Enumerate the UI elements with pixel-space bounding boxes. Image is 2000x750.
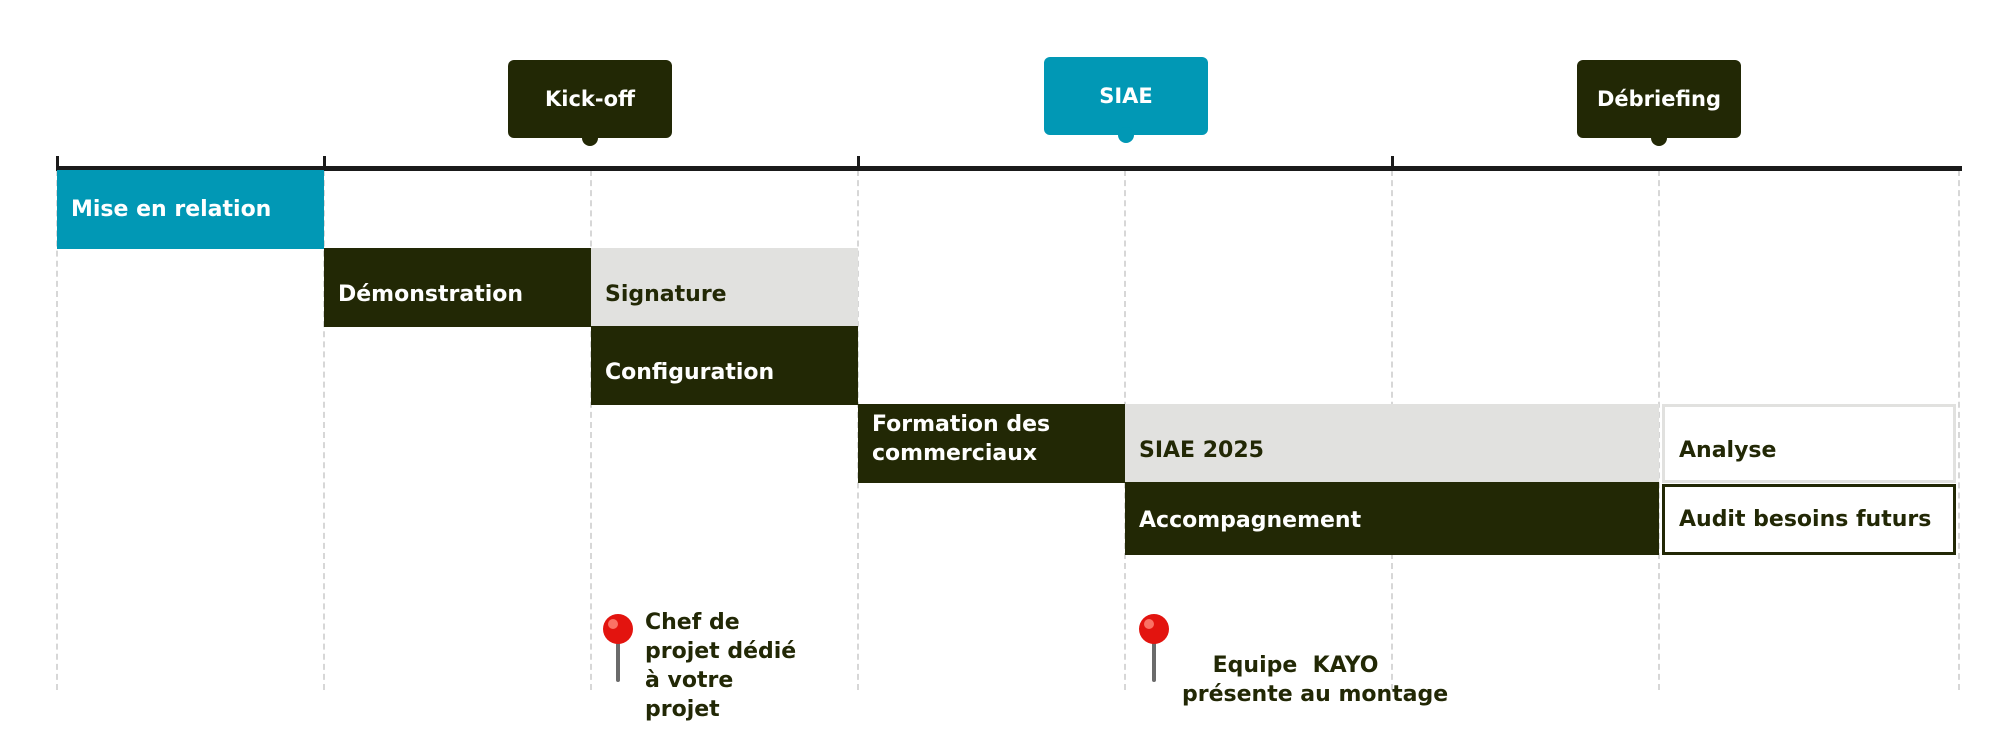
task-mise-en-relation: Mise en relation — [57, 170, 324, 249]
note-text: Equipe KAYO présente au montage — [1182, 653, 1449, 707]
task-label: Audit besoins futurs — [1679, 507, 1932, 532]
task-analyse: Analyse — [1662, 404, 1956, 483]
gridline — [56, 170, 58, 690]
milestone-marker — [582, 130, 598, 146]
gridline — [1658, 170, 1660, 690]
milestone-siae: SIAE — [1044, 57, 1208, 143]
task-accompagnement: Accompagnement — [1125, 482, 1659, 555]
task-label: Mise en relation — [71, 197, 272, 222]
task-label: Analyse — [1679, 438, 1777, 463]
axis-tick — [857, 156, 860, 171]
milestone-marker — [1651, 130, 1667, 146]
task-configuration: Configuration — [591, 326, 858, 405]
gridline — [590, 170, 592, 690]
timeline-axis — [57, 166, 1962, 171]
task-label: Démonstration — [338, 282, 524, 307]
task-siae-2025: SIAE 2025 — [1125, 404, 1659, 483]
milestone-debriefing-label: Débriefing — [1596, 87, 1722, 111]
milestone-siae-label: SIAE — [1099, 84, 1153, 108]
axis-tick — [1391, 156, 1394, 171]
task-label: Configuration — [605, 360, 775, 385]
note-text: Chef de projet dédié à votre projet — [645, 610, 797, 722]
gridline — [323, 170, 325, 690]
task-audit-besoins-futurs: Audit besoins futurs — [1662, 484, 1956, 555]
milestone-kickoff: Kick-off — [508, 60, 672, 146]
task-label: Accompagnement — [1139, 508, 1362, 533]
task-label: SIAE 2025 — [1139, 438, 1264, 463]
note-equipe-kayo: Equipe KAYO présente au montage — [1182, 622, 1452, 738]
pushpin-icon — [1139, 614, 1169, 682]
task-label: Signature — [605, 282, 727, 307]
gridline — [1958, 170, 1960, 690]
pushpin-icon — [603, 614, 633, 682]
task-label: Formation des commerciaux — [872, 412, 1051, 466]
axis-tick — [56, 156, 59, 171]
task-demonstration: Démonstration — [324, 248, 591, 327]
milestone-marker — [1118, 127, 1134, 143]
note-chef-de-projet: Chef de projet dédié à votre projet — [645, 608, 815, 724]
task-signature: Signature — [591, 248, 858, 327]
task-formation-commerciaux: Formation des commerciaux — [858, 404, 1125, 483]
milestone-debriefing: Débriefing — [1577, 60, 1741, 146]
axis-tick — [323, 156, 326, 171]
milestone-kickoff-label: Kick-off — [544, 87, 636, 111]
